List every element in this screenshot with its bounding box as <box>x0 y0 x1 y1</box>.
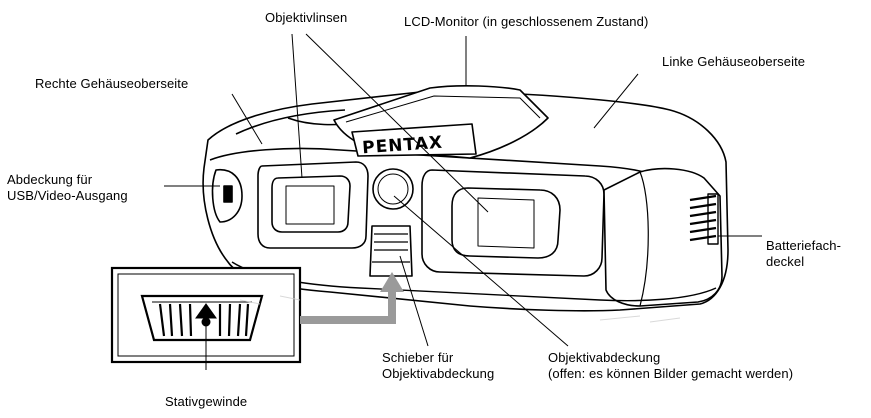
leader-lines <box>164 33 762 370</box>
inset-arrow <box>300 272 404 324</box>
label-usb-video-cover: Abdeckung für USB/Video-Ausgang <box>7 172 128 204</box>
label-stativgewinde: Stativgewinde <box>165 394 247 410</box>
lens-cover-line1: Objektivabdeckung <box>548 350 661 365</box>
lcd-monitor-label-text: LCD-Monitor (in geschlossenem Zustand) <box>404 14 649 29</box>
lens-cover-line2: (offen: es können Bilder gemacht werden) <box>548 366 794 381</box>
tripod-label-text: Stativgewinde <box>165 394 248 409</box>
lenses-label-text: Objektivlinsen <box>265 10 348 25</box>
label-lens-cover: Objektivabdeckung (offen: es können Bild… <box>548 350 793 382</box>
texture-marks <box>239 295 681 323</box>
label-rechte-gehaeuseoberseite: Rechte Gehäuseoberseite <box>35 76 188 92</box>
battery-line2: deckel <box>766 254 805 269</box>
left-top-label-text: Linke Gehäuseoberseite <box>662 54 806 69</box>
right-top-label-text: Rechte Gehäuseoberseite <box>35 76 189 91</box>
label-objektivlinsen: Objektivlinsen <box>265 10 347 26</box>
label-lcd-monitor: LCD-Monitor (in geschlossenem Zustand) <box>404 14 648 30</box>
usb-cover-line2: USB/Video-Ausgang <box>7 188 128 203</box>
usb-cover-line1: Abdeckung für <box>7 172 93 187</box>
tripod-inset <box>110 266 302 364</box>
label-linke-gehaeuseoberseite: Linke Gehäuseoberseite <box>662 54 805 70</box>
slider-line1: Schieber für <box>382 350 454 365</box>
camera-body <box>202 85 729 312</box>
label-lens-cover-slider: Schieber für Objektivabdeckung <box>382 350 494 382</box>
label-battery-cover: Batteriefach- deckel <box>766 238 841 270</box>
battery-line1: Batteriefach- <box>766 238 842 253</box>
slider-line2: Objektivabdeckung <box>382 366 495 381</box>
